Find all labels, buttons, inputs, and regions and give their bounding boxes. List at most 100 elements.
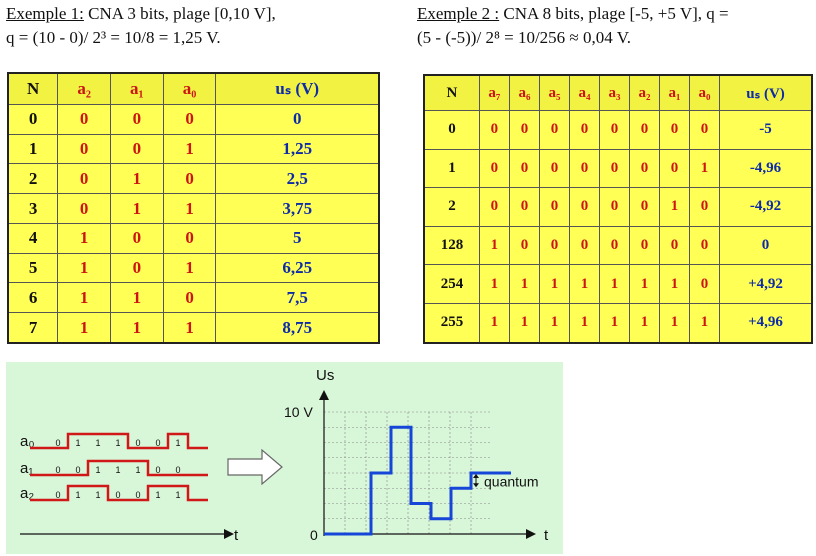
header-bit: a₄ (568, 74, 600, 111)
cell-bit: 1 (538, 302, 570, 344)
cell-n: 2 (423, 187, 480, 227)
cell-bit: 1 (689, 302, 721, 344)
cell-bit: 1 (478, 302, 510, 344)
cell-bit: 1 (109, 163, 164, 195)
arrow-up-icon (319, 390, 329, 400)
cell-bit: 0 (628, 110, 661, 150)
header-bit: a₁ (659, 74, 691, 111)
header-a0: a₀ (162, 72, 217, 105)
output-staircase (324, 425, 511, 536)
cell-bit: 0 (508, 148, 540, 189)
cell-bit: 0 (478, 110, 510, 150)
bit-label: 1 (75, 490, 80, 500)
signal-trace (30, 432, 208, 450)
cell-bit: 1 (628, 264, 661, 304)
cell-bit: 1 (109, 282, 164, 314)
cell-bit: 0 (57, 133, 111, 165)
cell-bit: 0 (109, 252, 164, 284)
example-1-line2: q = (10 - 0)/ 2³ = 10/8 = 1,25 V. (6, 28, 221, 47)
cell-bit: 0 (508, 187, 540, 227)
cell-bit: 1 (659, 187, 691, 227)
bit-label: 0 (175, 465, 180, 475)
zero-label: 0 (310, 527, 318, 543)
cell-n: 1 (423, 148, 480, 189)
cell-bit: 0 (162, 222, 217, 254)
cell-bit: 1 (538, 264, 570, 304)
cell-n: 2 (7, 163, 59, 195)
bit-label: 1 (75, 438, 80, 448)
cell-bit: 0 (538, 225, 570, 266)
header-bit: a₃ (598, 74, 631, 111)
cell-bit: 0 (628, 148, 661, 189)
example-2-line2: (5 - (-5))/ 2⁸ = 10/256 ≈ 0,04 V. (417, 28, 632, 47)
cell-n: 254 (423, 264, 480, 304)
cell-bit: 0 (598, 187, 631, 227)
arrow-up-icon (473, 474, 479, 478)
arrow-down-icon (473, 483, 479, 488)
cell-bit: 1 (628, 302, 661, 344)
cell-bit: 0 (689, 187, 721, 227)
cell-bit: 0 (57, 104, 111, 135)
voltage-label: 10 V (284, 404, 313, 420)
bit-label: 0 (55, 490, 60, 500)
cell-bit: 0 (659, 110, 691, 150)
header-a2: a₂ (57, 72, 111, 105)
bit-label: 0 (135, 490, 140, 500)
cell-voltage: 3,75 (215, 193, 380, 224)
cell-bit: 0 (109, 133, 164, 165)
cell-bit: 0 (508, 110, 540, 150)
cell-bit: 1 (659, 264, 691, 304)
bit-label: 0 (55, 465, 60, 475)
cell-bit: 1 (162, 252, 217, 284)
cell-bit: 0 (598, 110, 631, 150)
cell-voltage: +4,96 (719, 302, 813, 344)
bit-label: 1 (155, 490, 160, 500)
cell-n: 3 (7, 193, 59, 224)
bit-label: 1 (95, 490, 100, 500)
cell-bit: 0 (109, 222, 164, 254)
bit-label: 0 (55, 438, 60, 448)
cell-n: 0 (423, 110, 480, 150)
cell-bit: 0 (598, 148, 631, 189)
cell-bit: 1 (598, 302, 631, 344)
bit-label: 1 (115, 438, 120, 448)
cell-n: 7 (7, 312, 59, 344)
cell-bit: 0 (568, 110, 600, 150)
cell-bit: 1 (57, 312, 111, 344)
header-a1: a₁ (109, 72, 164, 105)
bit-label: 1 (135, 465, 140, 475)
cell-bit: 0 (598, 225, 631, 266)
cell-voltage: -4,96 (719, 148, 813, 189)
cell-bit: 1 (162, 193, 217, 224)
cell-voltage: 6,25 (215, 252, 380, 284)
header-bit: a₀ (689, 74, 721, 111)
header-bit: a₆ (508, 74, 540, 111)
output-label: Us (316, 367, 334, 384)
cell-voltage: 1,25 (215, 133, 380, 165)
cell-bit: 1 (478, 225, 510, 266)
cell-bit: 0 (538, 187, 570, 227)
cell-bit: 1 (568, 302, 600, 344)
cell-bit: 1 (57, 222, 111, 254)
cell-bit: 1 (57, 252, 111, 284)
example-1-text: Exemple 1: CNA 3 bits, plage [0,10 V], q… (6, 2, 276, 50)
cell-bit: 0 (628, 187, 661, 227)
cell-n: 255 (423, 302, 480, 344)
bit-label: 0 (135, 438, 140, 448)
cell-bit: 1 (162, 133, 217, 165)
cell-bit: 1 (109, 193, 164, 224)
time-label: t (234, 527, 239, 544)
cell-n: 0 (7, 104, 59, 135)
